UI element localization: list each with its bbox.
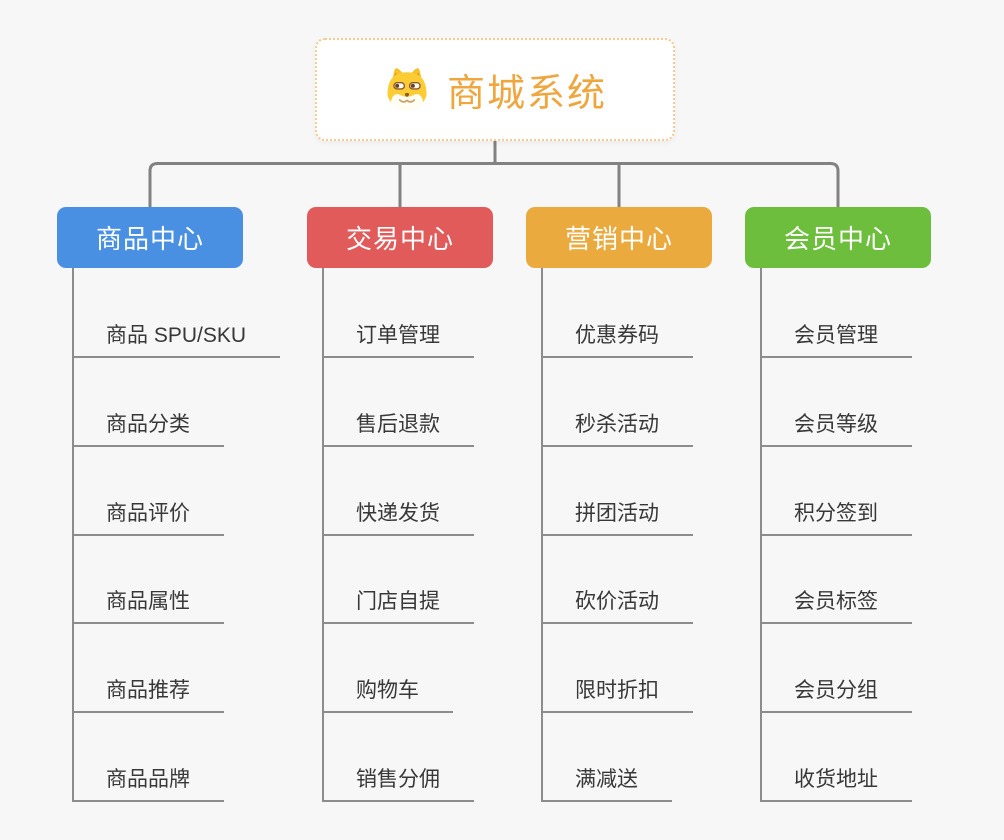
subtopic[interactable]: 商品 SPU/SKU bbox=[72, 318, 281, 358]
subtopic[interactable]: 商品属性 bbox=[72, 584, 224, 624]
subtopic[interactable]: 收货地址 bbox=[760, 762, 912, 802]
subtopic[interactable]: 会员标签 bbox=[760, 584, 912, 624]
subtopic[interactable]: 拼团活动 bbox=[541, 496, 693, 536]
subtopic[interactable]: 积分签到 bbox=[760, 496, 912, 536]
branch-topic[interactable]: 营销中心 bbox=[526, 207, 712, 268]
subtopic[interactable]: 优惠券码 bbox=[541, 318, 693, 358]
subtopic[interactable]: 售后退款 bbox=[322, 407, 474, 447]
dog-icon bbox=[387, 67, 427, 112]
branch-topic[interactable]: 会员中心 bbox=[745, 207, 931, 268]
subtopic[interactable]: 秒杀活动 bbox=[541, 407, 693, 447]
subtopic[interactable]: 会员分组 bbox=[760, 673, 912, 713]
subtopic[interactable]: 快递发货 bbox=[322, 496, 474, 536]
branch-topic[interactable]: 商品中心 bbox=[57, 207, 243, 268]
subtopic[interactable]: 商品评价 bbox=[72, 496, 224, 536]
root-topic-title: 商城系统 bbox=[446, 73, 607, 115]
subtopic[interactable]: 商品分类 bbox=[72, 407, 224, 447]
subtopic[interactable]: 商品推荐 bbox=[72, 673, 224, 713]
subtopic[interactable]: 商品品牌 bbox=[72, 762, 224, 802]
subtopic[interactable]: 销售分佣 bbox=[322, 762, 474, 802]
subtopic[interactable]: 限时折扣 bbox=[541, 673, 693, 713]
subtopic[interactable]: 会员等级 bbox=[760, 407, 912, 447]
subtopic[interactable]: 砍价活动 bbox=[541, 584, 693, 624]
subtopic[interactable]: 会员管理 bbox=[760, 318, 912, 358]
root-topic[interactable]: 商城系统 bbox=[315, 38, 675, 141]
subtopic[interactable]: 购物车 bbox=[322, 673, 453, 713]
subtopic[interactable]: 订单管理 bbox=[322, 318, 474, 358]
subtopic[interactable]: 满减送 bbox=[541, 762, 672, 802]
branch-topic[interactable]: 交易中心 bbox=[307, 207, 493, 268]
subtopic[interactable]: 门店自提 bbox=[322, 584, 474, 624]
